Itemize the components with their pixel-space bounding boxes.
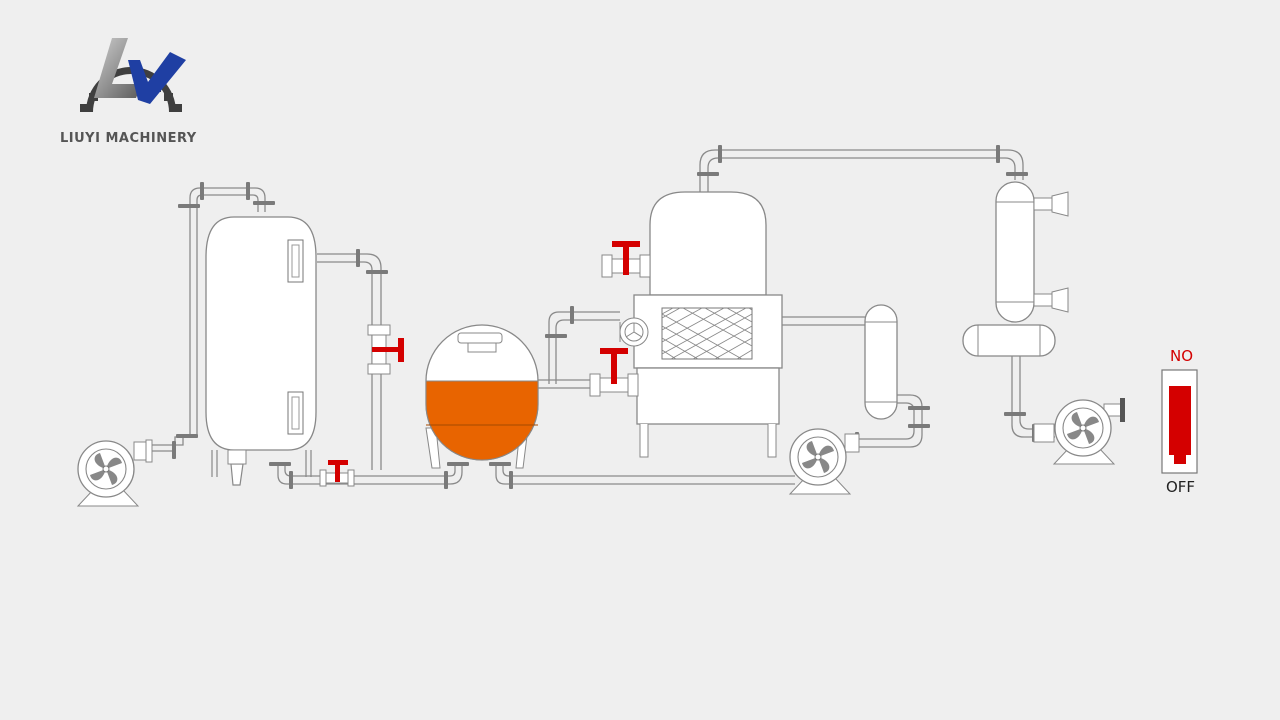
valve-vertical-line[interactable] <box>367 324 404 375</box>
valve-sphere-outlet[interactable] <box>589 348 639 397</box>
piping <box>140 149 1055 485</box>
ly-gear-logo-icon <box>80 38 186 112</box>
pump-left <box>76 439 153 507</box>
vertical-storage-tank <box>205 216 317 486</box>
valve-evaporator-upper[interactable] <box>601 241 651 278</box>
evaporator <box>619 191 783 458</box>
pump-evaporator <box>788 428 860 495</box>
valve-bottom-line[interactable] <box>319 460 355 487</box>
separator-tank <box>864 304 898 420</box>
switch-off-label: OFF <box>1166 478 1196 496</box>
brand-name: LIUYI MACHINERY <box>60 131 197 146</box>
condenser <box>962 181 1069 357</box>
pump-condenser <box>1033 398 1125 465</box>
spherical-tank <box>425 324 539 469</box>
switch-on-label: NO <box>1170 347 1194 365</box>
pipe-flanges <box>172 145 1036 489</box>
power-switch[interactable] <box>1161 369 1198 474</box>
